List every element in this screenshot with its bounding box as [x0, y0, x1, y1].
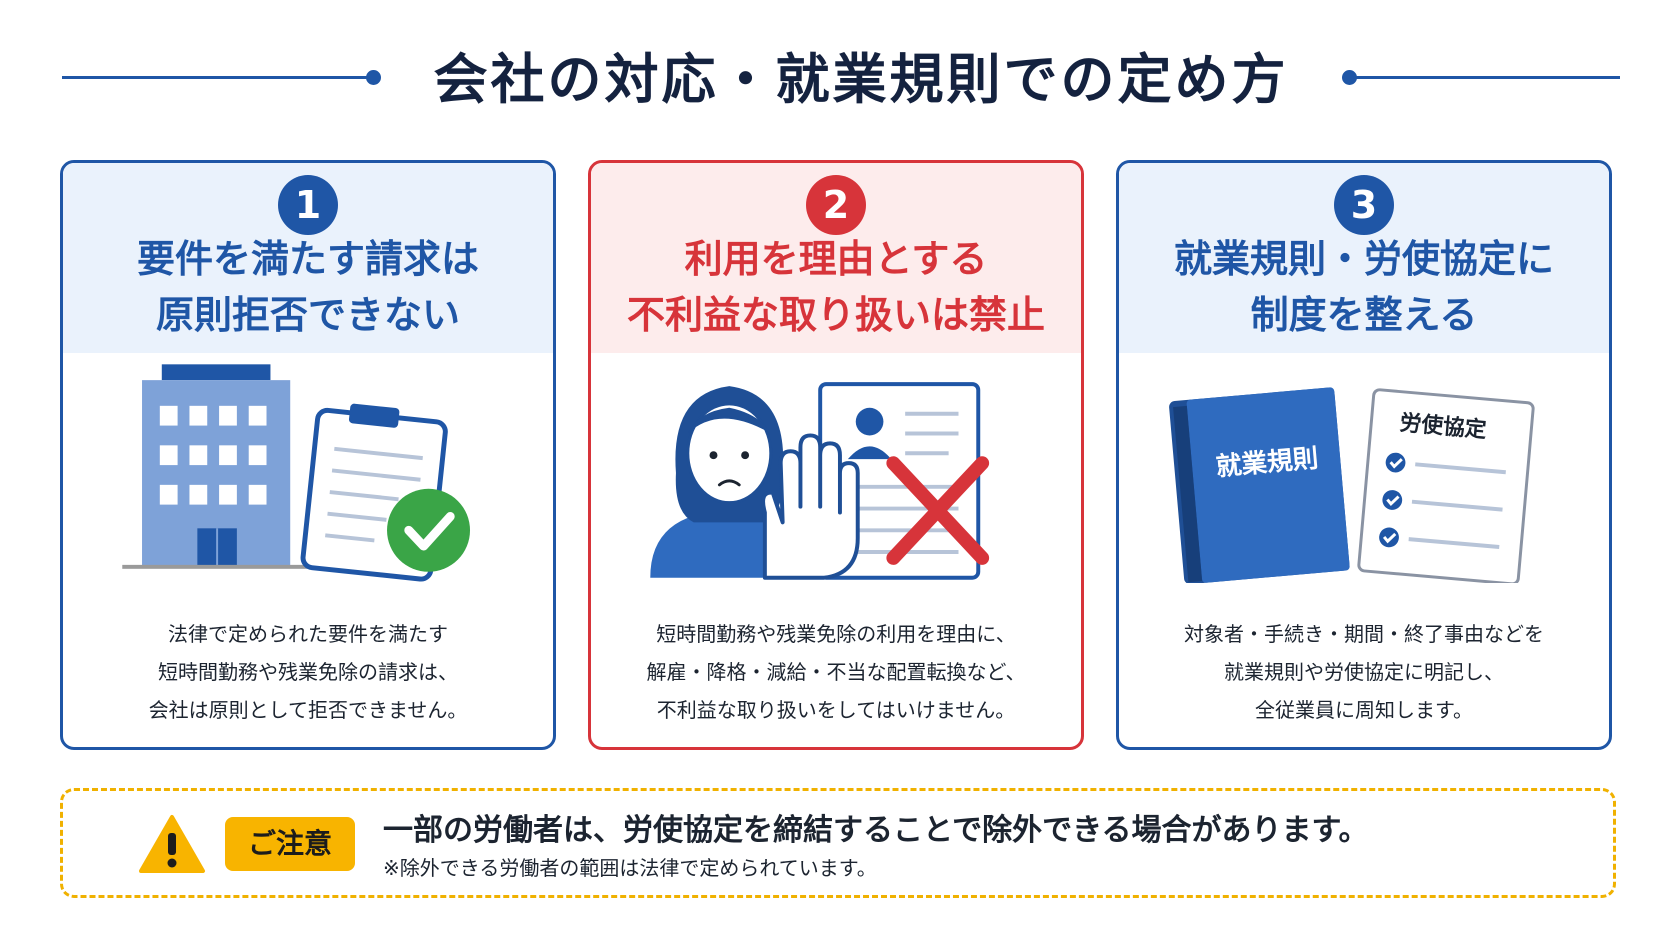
card-header: 2 利用を理由とする 不利益な取り扱いは禁止 [591, 163, 1081, 353]
desc-line: 対象者・手続き・期間・終了事由などを [1184, 622, 1544, 646]
desc-line: 短時間勤務や残業免除の請求は、 [158, 660, 458, 684]
card-description: 短時間勤務や残業免除の利用を理由に、 解雇・降格・減給・不当な配置転換など、 不… [601, 615, 1071, 729]
desc-line: 不利益な取り扱いをしてはいけません。 [656, 698, 1016, 722]
notice-main-text: 一部の労働者は、労使協定を締結することで除外できる場合があります。 [383, 813, 1369, 848]
card-illustration [122, 364, 471, 582]
number-badge: 2 [806, 175, 866, 235]
card-3: 3 就業規則・労使協定に 制度を整える 就業規則 労使協定 [1116, 160, 1612, 750]
card-heading-line: 要件を満たす請求は [136, 237, 479, 281]
card-header: 3 就業規則・労使協定に 制度を整える [1119, 163, 1609, 353]
desc-line: 解雇・降格・減給・不当な配置転換など、 [646, 660, 1026, 684]
check-circle-icon [387, 488, 471, 572]
desc-line: 会社は原則として拒否できません。 [148, 698, 468, 722]
card-heading-line: 就業規則・労使協定に [1173, 237, 1554, 281]
card-illustration: 就業規則 労使協定 [1169, 387, 1535, 583]
agreement-document-icon: 労使協定 [1357, 388, 1535, 583]
card-heading-line: 不利益な取り扱いは禁止 [626, 293, 1045, 337]
card-description: 法律で定められた要件を満たす 短時間勤務や残業免除の請求は、 会社は原則として拒… [73, 615, 543, 729]
notice-box: ご注意 一部の労働者は、労使協定を締結することで除外できる場合があります。 ※除… [60, 788, 1616, 898]
desc-line: 全従業員に周知します。 [1255, 698, 1473, 722]
title-divider-right [1352, 76, 1620, 79]
stop-hand-icon [761, 433, 860, 580]
card-description: 対象者・手続き・期間・終了事由などを 就業規則や労使協定に明記し、 全従業員に周… [1129, 615, 1599, 729]
card-heading: 要件を満たす請求は 原則拒否できない [73, 231, 543, 343]
worried-woman-icon [650, 386, 809, 578]
title-divider-left [62, 76, 372, 79]
rulebook-icon: 就業規則 [1169, 387, 1350, 583]
page-title: 会社の対応・就業規則での定め方 [433, 48, 1289, 111]
card-header: 1 要件を満たす請求は 原則拒否できない [63, 163, 553, 353]
title-dot-left [366, 70, 381, 85]
number-badge: 3 [1334, 175, 1394, 235]
notice-sub-text: ※除外できる労働者の範囲は法律で定められています。 [383, 856, 877, 880]
warning-icon [139, 815, 205, 873]
card-heading: 就業規則・労使協定に 制度を整える [1129, 231, 1599, 343]
desc-line: 就業規則や労使協定に明記し、 [1224, 660, 1504, 684]
card-heading-line: 利用を理由とする [684, 237, 988, 281]
title-area: 会社の対応・就業規則での定め方 [0, 40, 1672, 120]
card-1: 1 要件を満たす請求は 原則拒否できない [60, 160, 556, 750]
card-heading-line: 制度を整える [1250, 293, 1478, 337]
card-heading-line: 原則拒否できない [155, 293, 460, 337]
office-building-icon [122, 364, 310, 569]
desc-line: 法律で定められた要件を満たす [168, 622, 448, 646]
desc-line: 短時間勤務や残業免除の利用を理由に、 [656, 622, 1016, 646]
card-illustration [650, 382, 990, 580]
red-cross-icon [886, 456, 990, 565]
title-dot-right [1342, 70, 1357, 85]
number-badge: 1 [278, 175, 338, 235]
checklist-icon [1379, 452, 1506, 549]
card-2: 2 利用を理由とする 不利益な取り扱いは禁止 [588, 160, 1084, 750]
notice-badge: ご注意 [225, 817, 355, 871]
card-heading: 利用を理由とする 不利益な取り扱いは禁止 [601, 231, 1071, 343]
